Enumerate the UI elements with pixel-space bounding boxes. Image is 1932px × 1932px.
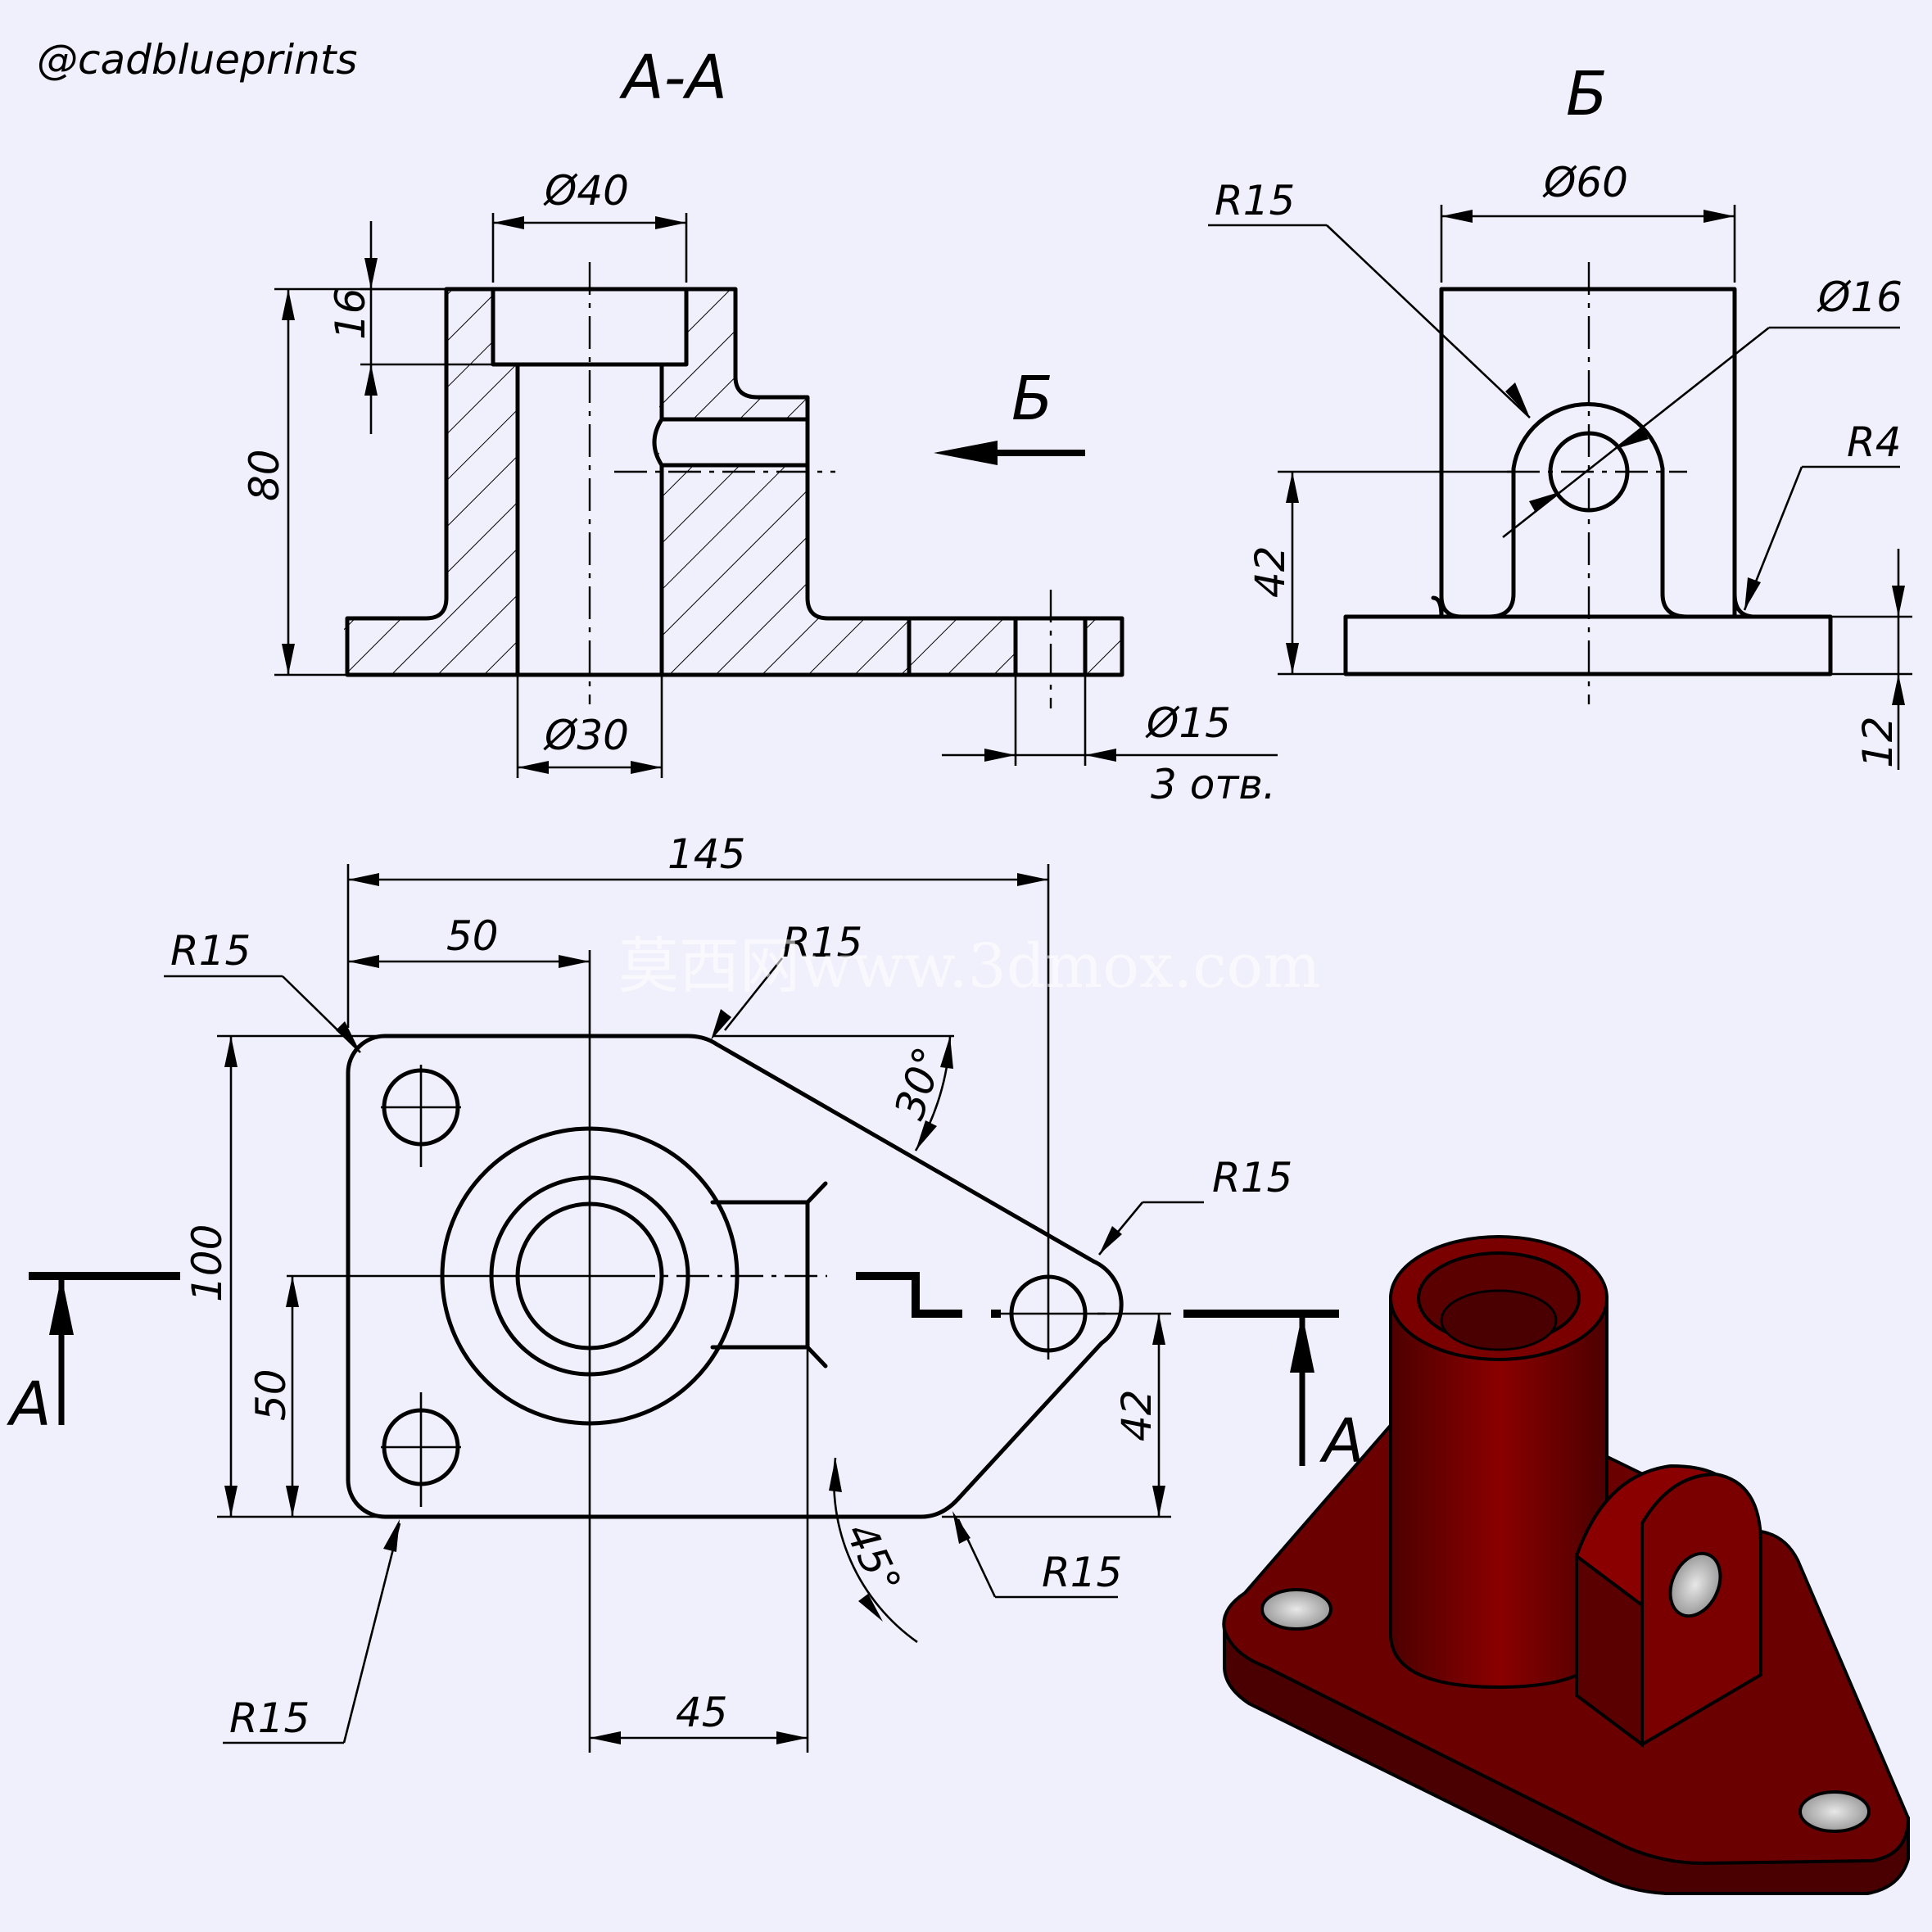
- dim-height-label: 80: [241, 449, 288, 501]
- dim-top-depth-label: 16: [327, 287, 374, 340]
- cut-label-left: A: [7, 1369, 52, 1440]
- dim-base-thickness-label: 12: [1854, 716, 1902, 768]
- dim-r-bottom-left-label: R15: [229, 1694, 310, 1742]
- dim-lug-offset-label: 45: [676, 1689, 728, 1736]
- dim-r-top-mid-label: R15: [782, 919, 862, 966]
- dim-hole-label: Ø15: [1145, 699, 1231, 747]
- dim-height: 80: [241, 287, 446, 676]
- model-hole-right: [1799, 1790, 1871, 1833]
- dim-radius: R15: [1208, 177, 1531, 419]
- dim-half-depth-label: 50: [247, 1369, 295, 1421]
- dim-angle-bottom: 45°: [829, 1457, 918, 1644]
- dim-top-bore: Ø40: [491, 167, 688, 283]
- dim-r-bottom-right: R15: [952, 1511, 1122, 1599]
- watermark: 莫西网www.3dmox.com: [618, 931, 1320, 1002]
- dim-r-top-left: R15: [164, 927, 361, 1053]
- section-view-a-a: A-A: [241, 43, 1278, 808]
- model-lug-top: [1574, 1464, 1717, 1608]
- section-title: A-A: [619, 43, 727, 113]
- dim-radius-label: R15: [1215, 177, 1295, 224]
- dim-depth-label: 100: [183, 1224, 231, 1302]
- dim-pin-hole: Ø16: [1502, 274, 1903, 539]
- dim-hole-height-label: 42: [1113, 1389, 1161, 1441]
- dim-top-bore-label: Ø40: [543, 167, 629, 215]
- dim-offset: 50: [348, 912, 591, 1040]
- dim-r-right-label: R15: [1212, 1154, 1292, 1201]
- dim-angle-bottom-label: 45°: [836, 1516, 910, 1602]
- dim-base-thickness: 12: [1830, 549, 1912, 770]
- credit-text: @cadblueprints: [37, 36, 357, 84]
- dim-half-depth: 50: [247, 1276, 299, 1517]
- dim-hole: Ø15 3 отв.: [942, 675, 1278, 808]
- dim-width: Ø60: [1440, 159, 1736, 283]
- dim-hole-height: 42: [942, 1312, 1171, 1518]
- side-view-b: Б Ø60 R15: [1208, 59, 1912, 770]
- dim-r-bottom-left: R15: [223, 1519, 401, 1744]
- dim-fillet-label: R4: [1847, 419, 1902, 466]
- view-direction-arrow: Б: [934, 364, 1085, 465]
- dim-fillet: R4: [1743, 419, 1902, 611]
- dim-angle-top: 30°: [713, 1034, 954, 1152]
- dim-depth: 100: [183, 1034, 385, 1518]
- dim-width-label: Ø60: [1542, 159, 1628, 206]
- dim-bore: Ø30: [516, 675, 663, 778]
- section-outline: [345, 287, 1124, 677]
- model-cylinder-bore: [1440, 1289, 1558, 1351]
- dim-offset-label: 50: [446, 912, 499, 960]
- dim-bore-label: Ø30: [543, 712, 629, 759]
- dim-angle-top-label: 30°: [885, 1041, 953, 1124]
- dim-r-top-mid: R15: [711, 919, 862, 1040]
- plan-centerlines: [287, 1040, 1106, 1753]
- dim-r-bottom-right-label: R15: [1042, 1549, 1122, 1596]
- dim-overall-length: 145: [346, 830, 1050, 1261]
- dim-top-depth: 16: [327, 221, 493, 434]
- side-view-title: Б: [1566, 59, 1608, 129]
- model-hole-left: [1260, 1588, 1332, 1631]
- dim-hole-note: 3 отв.: [1151, 761, 1276, 808]
- dim-overall-length-label: 145: [667, 830, 745, 878]
- section-hatch: [344, 289, 1122, 675]
- dim-pin-hole-label: Ø16: [1817, 274, 1903, 321]
- dim-lug-offset: 45: [590, 1347, 809, 1753]
- view-direction-label: Б: [1011, 364, 1053, 434]
- dim-axis-height-label: 42: [1247, 545, 1294, 598]
- dim-r-top-left-label: R15: [170, 927, 251, 975]
- dim-r-right: R15: [1097, 1154, 1292, 1256]
- isometric-model: [1222, 1235, 1911, 1895]
- cutting-plane: A A: [7, 1272, 1364, 1477]
- dim-axis-height: 42: [1247, 470, 1515, 676]
- model-lug-hole: [1668, 1551, 1722, 1618]
